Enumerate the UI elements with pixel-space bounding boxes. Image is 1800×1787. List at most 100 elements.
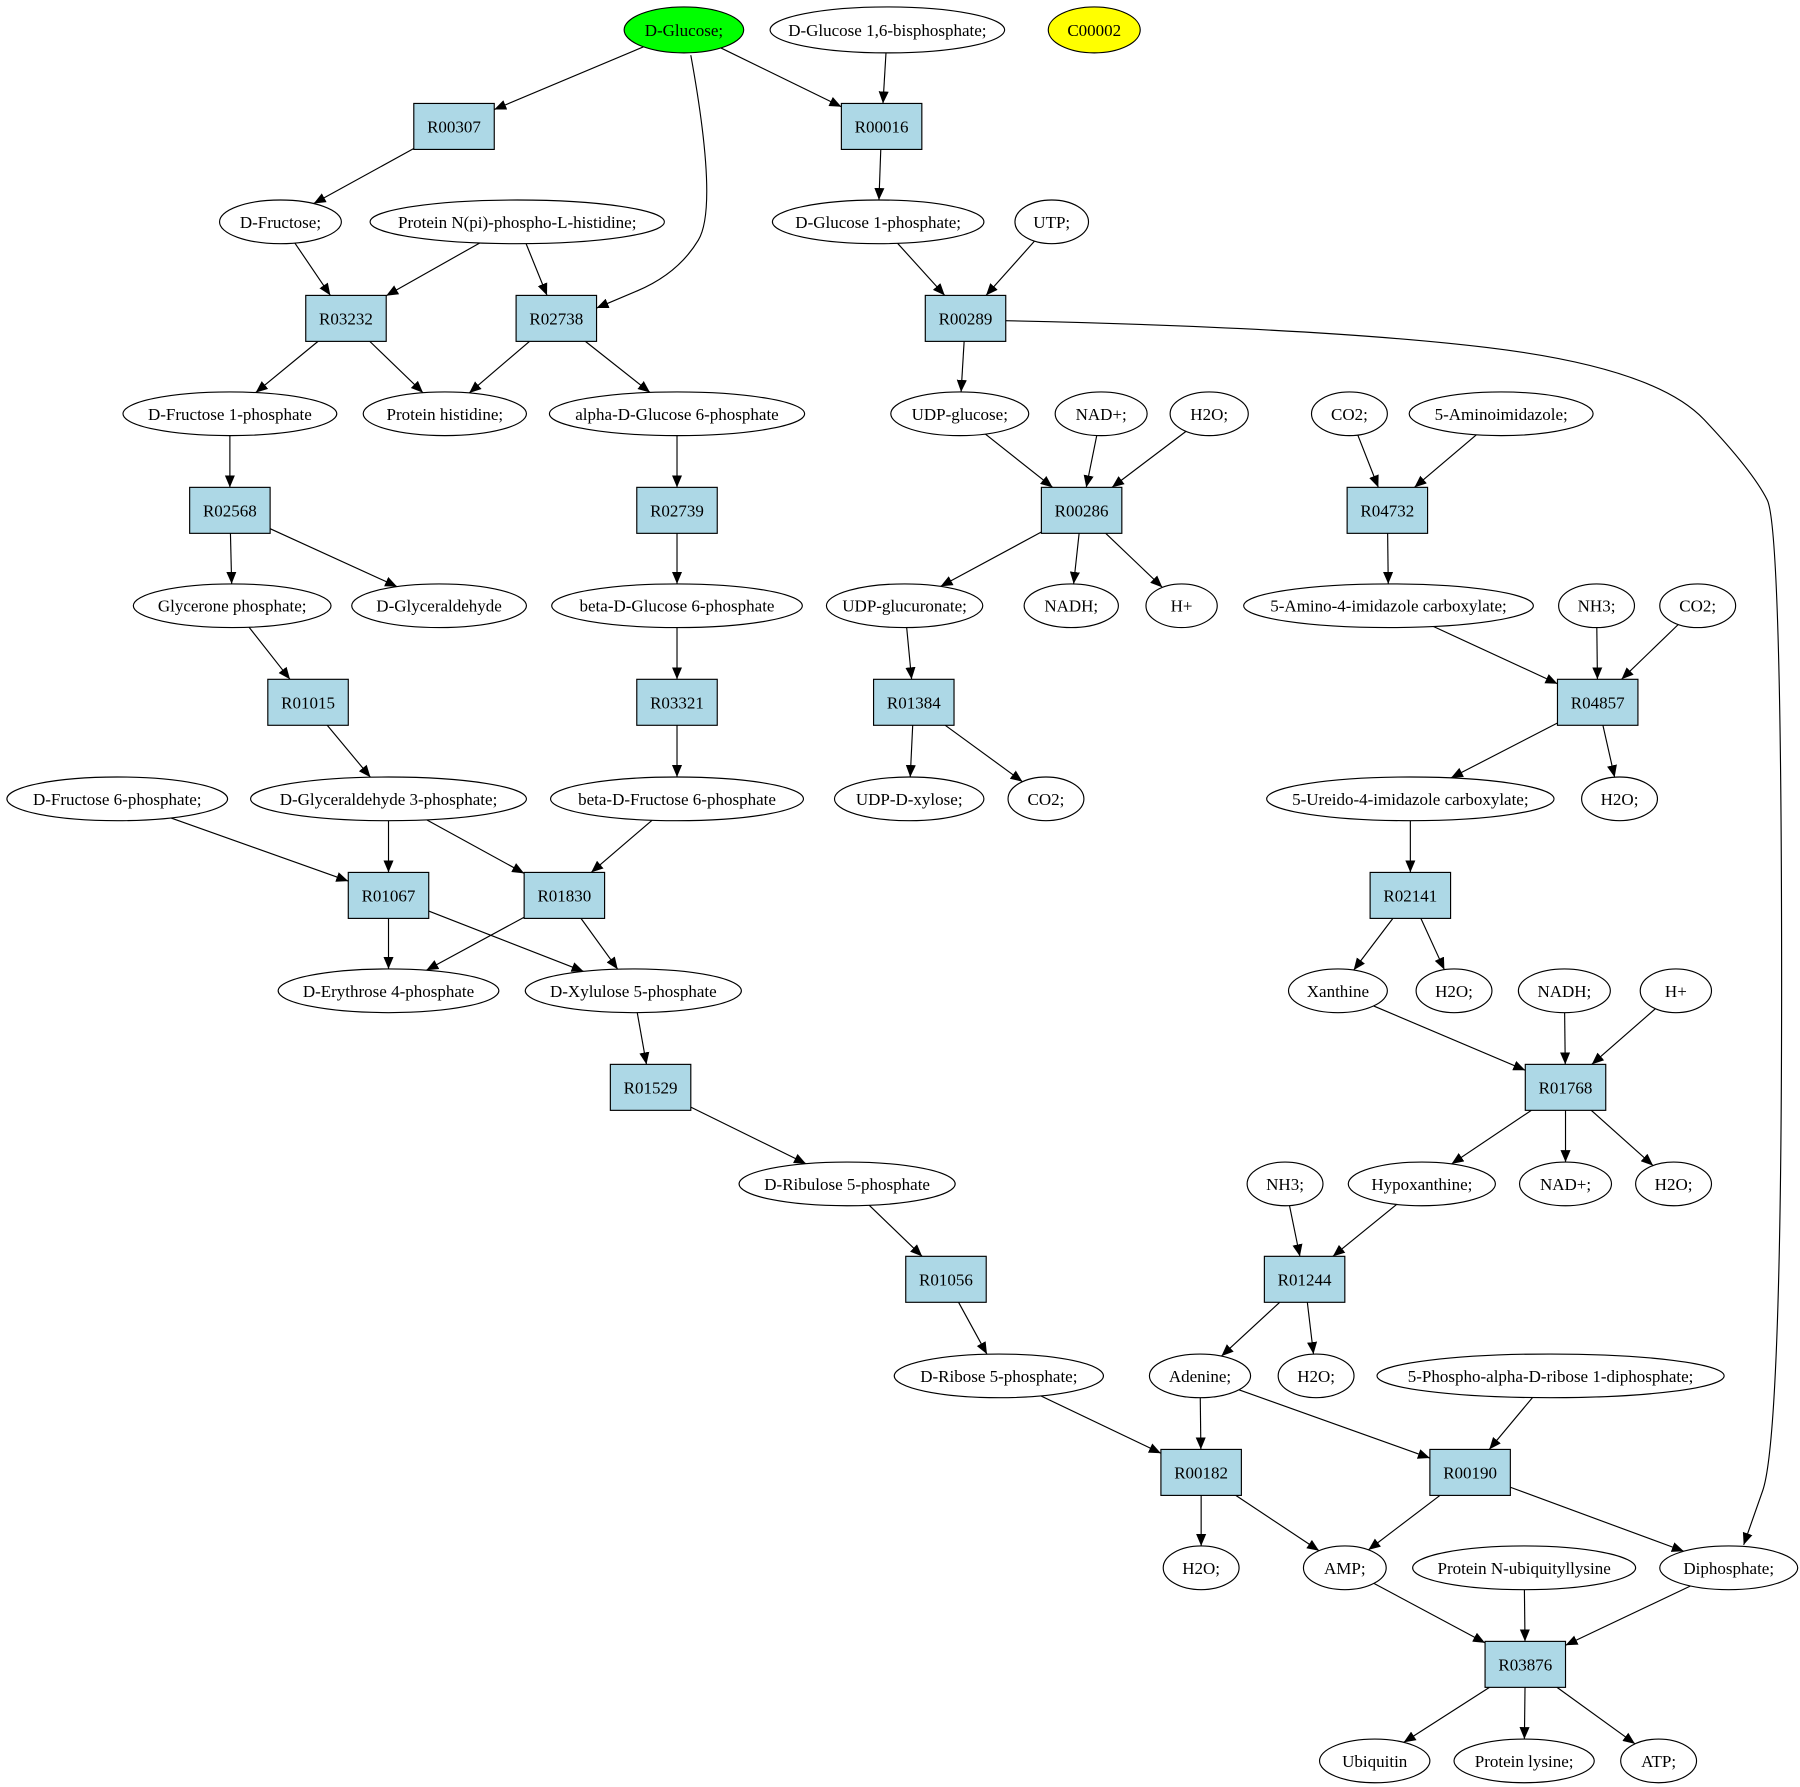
compound-node-udpglcur[interactable]: UDP-glucuronate; xyxy=(825,583,984,629)
compound-node-protnub[interactable]: Protein N-ubiquityllysine xyxy=(1412,1545,1637,1591)
compound-node-hplus1[interactable]: H+ xyxy=(1145,583,1218,629)
reaction-node-r01015[interactable]: R01015 xyxy=(267,678,349,726)
compound-ellipse xyxy=(249,776,528,822)
compound-ellipse xyxy=(1558,583,1636,629)
reaction-node-r02568[interactable]: R02568 xyxy=(189,486,271,534)
compound-node-nadh2[interactable]: NADH; xyxy=(1517,968,1611,1014)
reaction-node-r00190[interactable]: R00190 xyxy=(1429,1448,1511,1496)
reaction-node-r00182[interactable]: R00182 xyxy=(1160,1448,1242,1496)
compound-node-df1p[interactable]: D-Fructose 1-phosphate xyxy=(122,391,338,437)
compound-node-amp[interactable]: AMP; xyxy=(1302,1545,1387,1591)
compound-node-c00002[interactable]: C00002 xyxy=(1047,6,1141,54)
compound-ellipse xyxy=(549,776,805,822)
compound-node-dg16bp[interactable]: D-Glucose 1,6-bisphosphate; xyxy=(769,6,1006,54)
compound-ellipse xyxy=(1162,1545,1240,1591)
compound-node-dga3p[interactable]: D-Glyceraldehyde 3-phosphate; xyxy=(249,776,528,822)
compound-node-h2o-r182[interactable]: H2O; xyxy=(1162,1545,1240,1591)
edge-r00286-to-nadh1 xyxy=(1069,533,1080,584)
compound-node-h2o-r1244[interactable]: H2O; xyxy=(1277,1353,1355,1399)
compound-node-adenine[interactable]: Adenine; xyxy=(1148,1353,1252,1399)
reaction-label: R00286 xyxy=(1055,501,1109,520)
reaction-node-r04857[interactable]: R04857 xyxy=(1556,678,1639,726)
compound-label: D-Glucose; xyxy=(645,21,723,40)
compound-node-adg6p[interactable]: alpha-D-Glucose 6-phosphate xyxy=(548,391,806,437)
reaction-node-r03321[interactable]: R03321 xyxy=(636,678,718,726)
compound-ellipse xyxy=(218,199,342,245)
compound-node-hplus2[interactable]: H+ xyxy=(1639,968,1713,1014)
compound-node-h2o-r1768[interactable]: H2O; xyxy=(1635,1161,1713,1207)
compound-ellipse xyxy=(1408,391,1594,437)
compound-node-xanthine[interactable]: Xanthine xyxy=(1287,968,1388,1014)
edge-co2-r4732-to-r04732 xyxy=(1357,434,1379,488)
compound-node-co2-r1384[interactable]: CO2; xyxy=(1007,776,1085,822)
compound-node-udpxyl[interactable]: UDP-D-xylose; xyxy=(833,776,985,822)
compound-node-de4p[interactable]: D-Erythrose 4-phosphate xyxy=(277,968,500,1014)
compound-node-glycp[interactable]: Glycerone phosphate; xyxy=(132,583,332,629)
compound-node-udpglc[interactable]: UDP-glucose; xyxy=(890,391,1030,437)
compound-node-co2-r4732[interactable]: CO2; xyxy=(1310,391,1388,437)
compound-node-nh3-r4857[interactable]: NH3; xyxy=(1558,583,1636,629)
compound-node-dru5p[interactable]: D-Ribulose 5-phosphate xyxy=(738,1161,956,1207)
compound-node-dx5p[interactable]: D-Xylulose 5-phosphate xyxy=(524,968,742,1014)
compound-node-h2o-r4857[interactable]: H2O; xyxy=(1581,776,1659,822)
reaction-label: R01384 xyxy=(887,693,941,712)
compound-node-df6p[interactable]: D-Fructose 6-phosphate; xyxy=(6,776,229,822)
reaction-node-r03232[interactable]: R03232 xyxy=(305,294,387,342)
compound-node-h2o-r286[interactable]: H2O; xyxy=(1169,391,1249,437)
reaction-label: R01244 xyxy=(1278,1270,1332,1289)
reaction-node-r02739[interactable]: R02739 xyxy=(636,486,718,534)
reaction-node-r01830[interactable]: R01830 xyxy=(523,871,606,919)
compound-node-diphos[interactable]: Diphosphate; xyxy=(1659,1545,1799,1591)
compound-node-utp[interactable]: UTP; xyxy=(1014,199,1090,245)
reaction-node-r01768[interactable]: R01768 xyxy=(1524,1063,1607,1111)
reaction-node-r00286[interactable]: R00286 xyxy=(1040,486,1123,534)
edge-r01056-to-dr5p xyxy=(958,1302,988,1355)
edge-r01384-to-co2-r1384 xyxy=(944,724,1023,783)
compound-node-nadh1[interactable]: NADH; xyxy=(1023,583,1119,629)
compound-ellipse xyxy=(1659,583,1737,629)
reaction-node-r04732[interactable]: R04732 xyxy=(1346,486,1429,534)
compound-node-prothis[interactable]: Protein histidine; xyxy=(362,391,528,437)
compound-node-dfructose[interactable]: D-Fructose; xyxy=(218,199,342,245)
compound-node-bdf6p[interactable]: beta-D-Fructose 6-phosphate xyxy=(549,776,805,822)
reaction-node-r01056[interactable]: R01056 xyxy=(905,1255,987,1303)
compound-label: H2O; xyxy=(1655,1175,1693,1194)
reaction-node-r00307[interactable]: R00307 xyxy=(413,102,495,151)
compound-node-aica[interactable]: 5-Amino-4-imidazole carboxylate; xyxy=(1243,583,1534,629)
compound-node-ubiquitin[interactable]: Ubiquitin xyxy=(1318,1738,1431,1784)
compound-node-nh3-r1244[interactable]: NH3; xyxy=(1246,1161,1324,1207)
reaction-node-r01384[interactable]: R01384 xyxy=(872,678,955,726)
reaction-node-r01244[interactable]: R01244 xyxy=(1263,1255,1346,1303)
compound-node-uica[interactable]: 5-Ureido-4-imidazole carboxylate; xyxy=(1266,776,1555,822)
reaction-node-r00289[interactable]: R00289 xyxy=(924,294,1007,342)
reaction-node-r03876[interactable]: R03876 xyxy=(1484,1640,1567,1688)
compound-node-nadp2[interactable]: NAD+; xyxy=(1518,1161,1613,1207)
compound-node-protlys[interactable]: Protein lysine; xyxy=(1453,1738,1595,1784)
reaction-node-r00016[interactable]: R00016 xyxy=(840,102,923,151)
compound-node-dglucose[interactable]: D-Glucose; xyxy=(623,6,745,54)
compound-label: CO2; xyxy=(1331,405,1368,424)
compound-node-atp[interactable]: ATP; xyxy=(1620,1738,1698,1784)
compound-node-protnpi[interactable]: Protein N(pi)-phospho-L-histidine; xyxy=(369,199,665,245)
compound-ellipse xyxy=(1243,583,1534,629)
compound-node-aminoimid[interactable]: 5-Aminoimidazole; xyxy=(1408,391,1594,437)
reaction-node-r01529[interactable]: R01529 xyxy=(609,1063,692,1111)
compound-node-dglyald[interactable]: D-Glyceraldehyde xyxy=(351,583,528,629)
compound-node-nadp1[interactable]: NAD+; xyxy=(1054,391,1148,437)
compound-node-hypox[interactable]: Hypoxanthine; xyxy=(1347,1161,1496,1207)
compound-node-prpp[interactable]: 5-Phospho-alpha-D-ribose 1-diphosphate; xyxy=(1376,1353,1725,1399)
compound-ellipse xyxy=(1318,1738,1431,1784)
compound-node-h2o-r2141[interactable]: H2O; xyxy=(1415,968,1493,1014)
edge-r01244-to-h2o-r1244 xyxy=(1306,1302,1318,1355)
compound-node-dr5p[interactable]: D-Ribose 5-phosphate; xyxy=(893,1353,1105,1399)
compound-ellipse xyxy=(1517,968,1611,1014)
compound-node-co2-r4857[interactable]: CO2; xyxy=(1659,583,1737,629)
reaction-node-r02738[interactable]: R02738 xyxy=(515,294,598,342)
compound-node-dg1p[interactable]: D-Glucose 1-phosphate; xyxy=(771,199,985,245)
reaction-node-r01067[interactable]: R01067 xyxy=(347,871,430,919)
edge-nadh2-to-r01768 xyxy=(1560,1012,1571,1065)
compound-node-bdg6p[interactable]: beta-D-Glucose 6-phosphate xyxy=(551,583,803,629)
compound-ellipse xyxy=(769,6,1006,54)
reaction-box xyxy=(305,294,387,342)
reaction-node-r02141[interactable]: R02141 xyxy=(1369,871,1452,919)
